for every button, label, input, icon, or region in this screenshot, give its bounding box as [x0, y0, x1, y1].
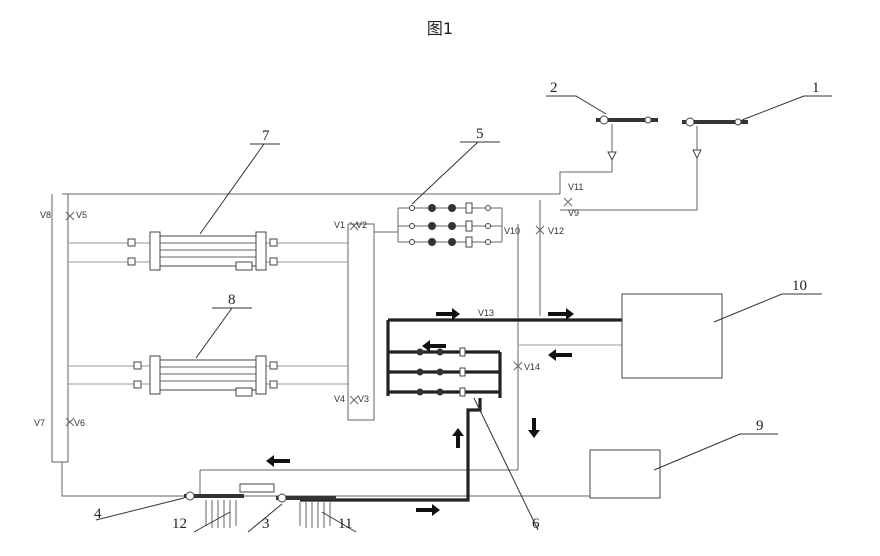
component-3-nozzle	[276, 493, 336, 503]
label-5: 5	[476, 126, 484, 142]
valve-V2: V2	[356, 220, 367, 230]
center-manifold	[347, 223, 375, 421]
leader-3	[247, 503, 283, 533]
flow-arrow-down	[528, 418, 540, 438]
leader-1	[741, 95, 832, 121]
flow-arrow-right-bottom	[416, 504, 440, 516]
flow-arrow-left-bottom	[266, 455, 290, 467]
label-4: 4	[94, 506, 102, 522]
valve-V13: V13	[478, 308, 494, 318]
bottom-line	[61, 462, 590, 497]
figure-title: 图1	[427, 19, 453, 38]
component-4-nozzle	[184, 483, 275, 501]
valve-V12: V12	[548, 226, 564, 236]
component-10-box	[621, 293, 723, 379]
leader-5	[411, 141, 500, 205]
flow-arrow-left-loop	[422, 340, 446, 352]
valve-V3: V3	[358, 394, 369, 404]
label-3: 3	[262, 516, 270, 532]
label-10: 10	[792, 278, 807, 294]
component-5-valve-bank	[397, 202, 503, 248]
valve-V5: V5	[76, 210, 87, 220]
leader-8	[195, 307, 252, 359]
valve-V8: V8	[40, 210, 51, 220]
valve-V14: V14	[524, 362, 540, 372]
label-7: 7	[262, 128, 270, 144]
valve-V9: V9	[568, 208, 579, 218]
thick-parallel	[388, 350, 500, 394]
component-1-lance	[682, 117, 748, 160]
component-2-lance	[596, 115, 658, 162]
leader-6	[473, 397, 539, 531]
leader-12	[193, 511, 231, 533]
valve-V10: V10	[504, 226, 520, 236]
flow-arrow-up	[452, 428, 464, 448]
label-1: 1	[812, 80, 820, 96]
flow-arrow-left-return	[548, 349, 572, 361]
valve-V6: V6	[74, 418, 85, 428]
leader-10	[713, 293, 822, 323]
leader-4	[95, 497, 185, 521]
top-line-to-2	[559, 171, 612, 194]
leader-11	[321, 511, 357, 533]
label-2: 2	[550, 80, 558, 96]
component-12-coil	[205, 500, 237, 528]
valve-V7: V7	[34, 418, 45, 428]
label-12: 12	[172, 516, 187, 532]
left-manifold	[51, 194, 69, 463]
component-8-filter	[133, 355, 278, 397]
valve-symbols	[65, 197, 573, 427]
flow-arrow-right-top	[436, 308, 460, 320]
riser-1	[560, 142, 698, 211]
label-11: 11	[338, 516, 352, 532]
component-9-box	[589, 449, 661, 499]
thick-feed	[300, 398, 482, 502]
leader-2	[546, 95, 607, 115]
component-11-coil	[299, 502, 331, 528]
label-9: 9	[756, 418, 764, 434]
leader-7	[199, 143, 280, 235]
label-8: 8	[228, 292, 236, 308]
valve-V11: V11	[568, 182, 583, 192]
valve-V4: V4	[334, 394, 345, 404]
leader-9	[653, 433, 778, 471]
valve-V1: V1	[334, 220, 345, 230]
component-7-filter	[127, 231, 278, 271]
flow-arrow-right-supply	[548, 308, 574, 320]
label-6: 6	[532, 516, 540, 532]
component-6-valve-bank	[416, 347, 466, 397]
